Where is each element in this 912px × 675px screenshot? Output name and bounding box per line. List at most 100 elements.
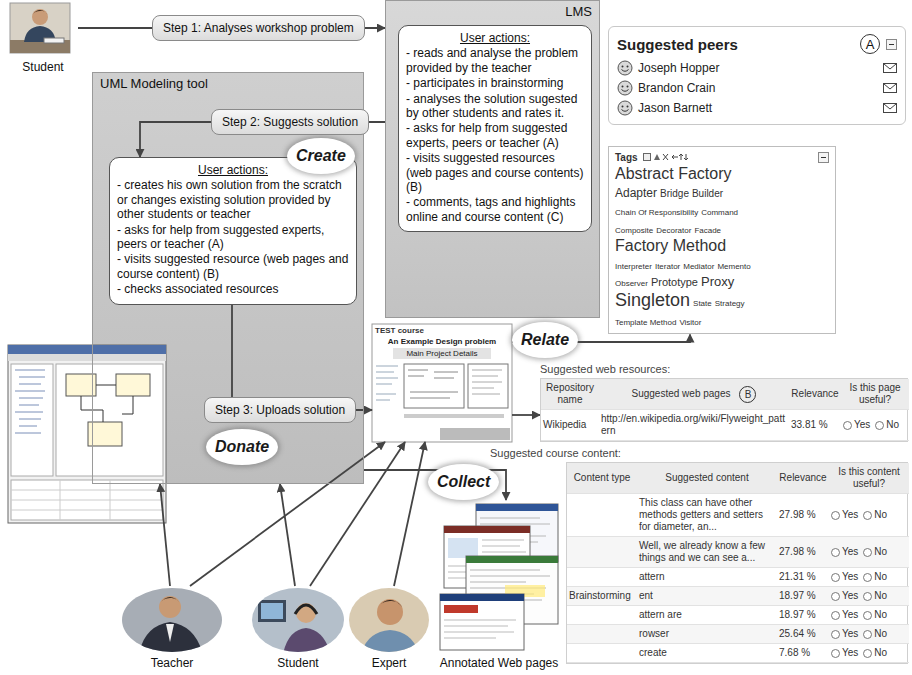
mail-body — [884, 84, 897, 93]
column-header: Is this page useful? — [843, 382, 907, 406]
results-table: Suggested web resources:Repository nameS… — [540, 362, 908, 442]
table-cell: attern are — [637, 606, 777, 625]
radio-label: No — [886, 419, 899, 431]
peer-row: Jason Barnett — [617, 98, 897, 118]
radio-label: Yes — [854, 419, 870, 431]
figure-body — [360, 630, 420, 660]
table-cell: Yes No — [841, 410, 909, 441]
radio-option: Yes — [831, 571, 858, 583]
panel-header: Tags — [615, 149, 829, 165]
tag-line: InterpreterIteratorMediatorMemento — [615, 255, 829, 273]
phase-name: Relate — [521, 331, 569, 348]
radio-button — [863, 611, 872, 620]
avatar-mouth — [622, 90, 629, 92]
panel-title: Suggested peers — [617, 36, 738, 53]
cell-text: http://en.wikipedia.org/wiki/Flyweight_p… — [601, 413, 787, 437]
mail-icon — [883, 103, 897, 113]
figure-head — [159, 596, 181, 618]
cell-text: Brainstorming — [569, 590, 631, 602]
tool-icon — [672, 155, 678, 159]
tag-word: Observer — [615, 279, 648, 288]
result-table: Content typeSuggested contentRelevanceIs… — [566, 462, 908, 664]
column-header: Suggested content — [665, 472, 748, 484]
radio-label: Yes — [842, 647, 858, 659]
window-titlebar — [8, 345, 166, 354]
phase-name: Create — [296, 147, 346, 164]
tag-word: Singleton — [615, 290, 690, 310]
table-cell: 27.98 % — [777, 537, 829, 568]
phase-badge: Collect — [428, 464, 499, 500]
radio-option: Yes — [831, 509, 858, 521]
action-item: - visits suggested resource (web pages a… — [117, 252, 349, 281]
tag-word: Interpreter — [615, 262, 652, 271]
table-cell — [567, 625, 637, 644]
table-cell: 27.98 % — [777, 494, 829, 537]
table-cell: Well, we already know a few things and w… — [637, 537, 777, 568]
radio-option: Yes — [831, 628, 858, 640]
screen-text: TEST course — [375, 326, 509, 336]
tag-line: ObserverPrototypeProxy — [615, 272, 829, 290]
step-label: Step 1: Analyses workshop problem — [152, 15, 365, 41]
avatar-eye — [622, 86, 624, 88]
screen-footer — [440, 428, 510, 440]
radio-option: Yes — [831, 609, 858, 621]
tree-rows — [15, 370, 45, 433]
radio-label: No — [874, 609, 887, 621]
header-cell: Suggested content — [637, 463, 777, 494]
column-header: Is this content useful? — [831, 466, 907, 490]
tool-icon — [654, 154, 660, 160]
step-label: Step 3: Uploads solution — [204, 397, 356, 423]
avatar-eye — [627, 106, 629, 108]
uml-tool-screenshot — [8, 345, 166, 523]
tag-word: Decorator — [656, 226, 691, 235]
avatar-eye — [622, 106, 624, 108]
lms-panel-fill — [385, 0, 600, 318]
table-cell: Wikipedia — [541, 410, 599, 441]
tag-line: CompositeDecoratorFacade — [615, 219, 829, 237]
table-cell: Yes No — [829, 568, 909, 587]
radio-label: Yes — [842, 571, 858, 583]
column-header: Repository name — [543, 382, 597, 406]
figure-hair — [159, 597, 181, 604]
tag-word: Iterator — [655, 262, 680, 271]
photo-caption: Annotated Web pages — [440, 656, 559, 670]
radio-option: No — [863, 609, 887, 621]
screen-diagram — [404, 364, 464, 408]
web-page-image — [448, 538, 478, 558]
screen-panel — [468, 364, 508, 408]
photo-card: Annotated Web pages — [436, 500, 562, 670]
connector-arrow — [280, 484, 295, 586]
action-item: - visits suggested resources (web pages … — [406, 151, 584, 194]
table-cell — [567, 644, 637, 663]
screen-diagram-lines — [408, 370, 458, 398]
radio-button — [863, 649, 872, 658]
radio-label: No — [874, 628, 887, 640]
radio-label: No — [874, 647, 887, 659]
cell-text: 21.31 % — [779, 571, 816, 583]
cell-text: 25.64 % — [779, 628, 816, 640]
header-cell: Relevance — [789, 379, 841, 410]
radio-label: Yes — [842, 590, 858, 602]
tag-word: Strategy — [715, 299, 745, 308]
connector-arrow — [190, 442, 385, 586]
collapse-box — [819, 152, 829, 162]
action-item: - reads and analyse the problem provided… — [406, 46, 584, 75]
uml-class — [116, 374, 150, 396]
radio-button — [863, 511, 872, 520]
tag-line: Factory Method — [615, 237, 829, 255]
radio-option: Yes — [831, 546, 858, 558]
tag-word: Builder — [692, 188, 723, 199]
connector-arrow — [232, 305, 372, 411]
cell-text: attern — [639, 571, 665, 583]
tag-word: Visitor — [679, 318, 701, 327]
property-grid — [11, 480, 163, 520]
screen-rule — [404, 414, 504, 418]
photo-card: Student — [8, 2, 78, 74]
tag-word: Bridge — [660, 188, 689, 199]
radio-option: No — [863, 571, 887, 583]
radio-button — [831, 511, 840, 520]
table-cell: 18.97 % — [777, 587, 829, 606]
header-cell: Is this page useful? — [841, 379, 909, 410]
table-cell — [567, 537, 637, 568]
